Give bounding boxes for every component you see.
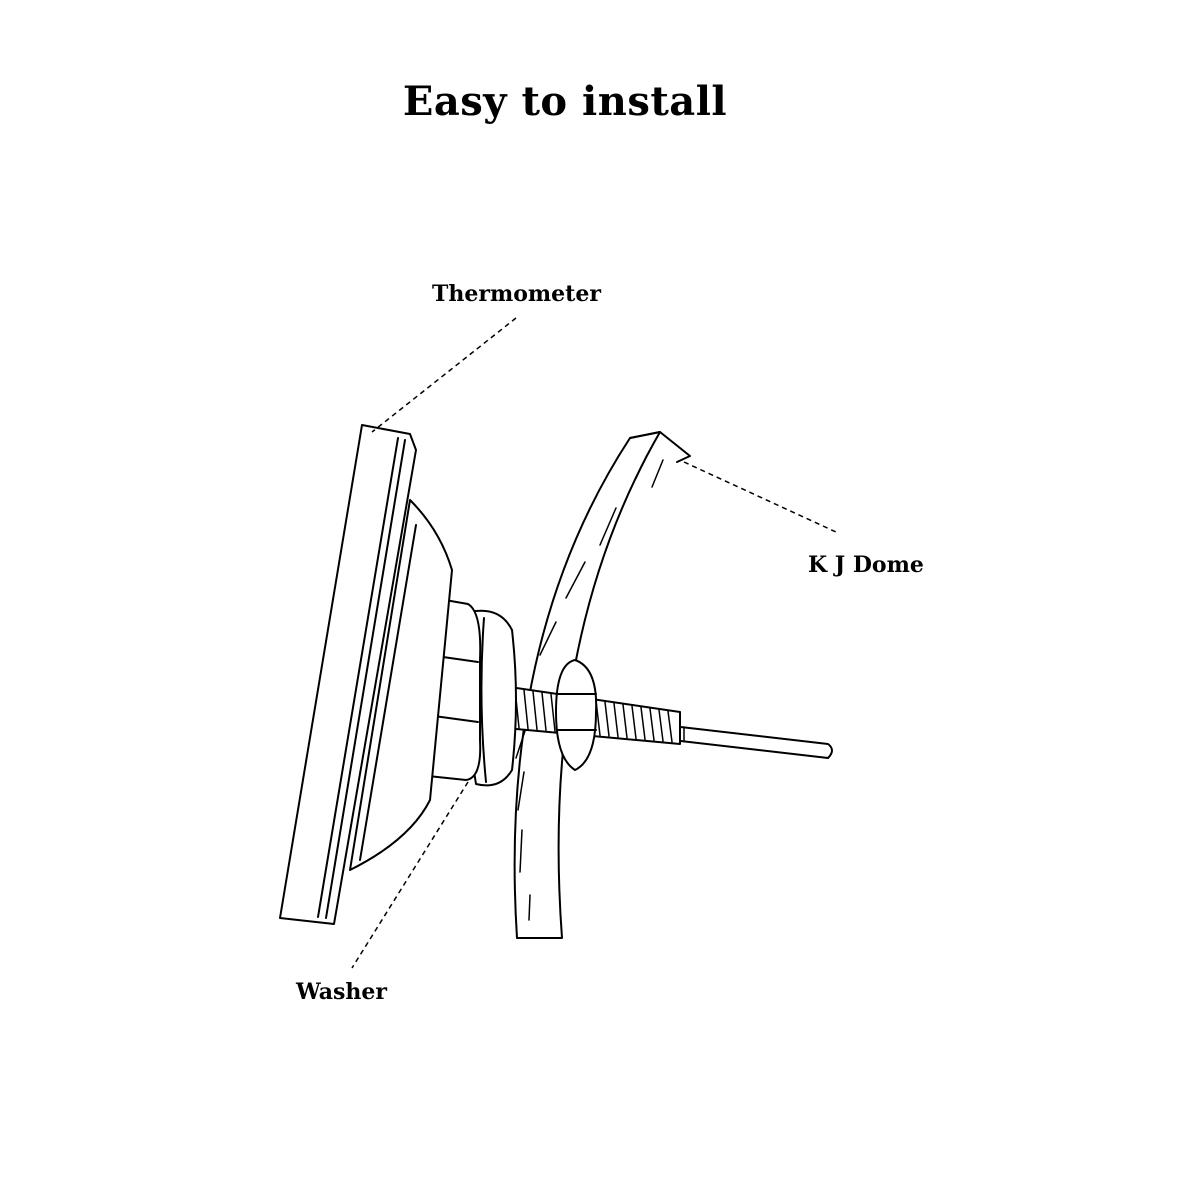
leader-lines [351, 317, 837, 969]
dome-leader [683, 461, 837, 533]
kj-dome-label: K J Dome [808, 552, 924, 578]
page-title: Easy to install [402, 78, 728, 125]
thread-line [631, 705, 637, 740]
thermometer-housing [349, 499, 453, 871]
thread-line [640, 706, 646, 741]
thermometer-face [279, 424, 417, 925]
thread-line [667, 710, 673, 743]
thread-line [613, 702, 619, 738]
washer-label: Washer [296, 979, 388, 1005]
thread-line [523, 689, 529, 730]
thread-line [649, 707, 655, 741]
probe-stem [671, 725, 833, 759]
thread-line [604, 701, 610, 737]
thermometer-label: Thermometer [432, 281, 601, 307]
dome-wall [513, 431, 691, 939]
thread-line [658, 709, 664, 742]
thread-line [550, 693, 556, 732]
thread-line [622, 703, 628, 739]
thread-line [541, 691, 547, 732]
inner-nut [555, 659, 598, 771]
thread-line [532, 690, 538, 731]
dome-hatching [515, 454, 664, 921]
thermometer-leader [371, 317, 517, 433]
washer-leader [351, 781, 469, 969]
